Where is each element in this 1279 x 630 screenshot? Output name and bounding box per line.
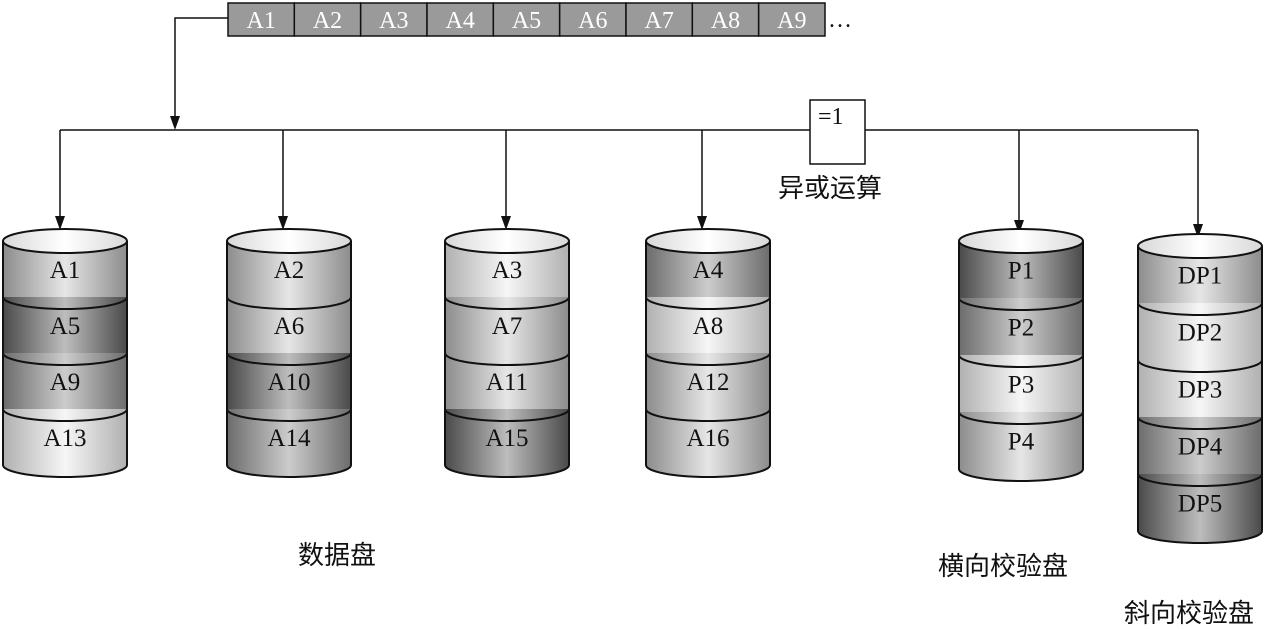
arrowhead-disk-3	[501, 216, 511, 230]
stream-cell-label: A3	[379, 8, 408, 34]
block-divider	[958, 411, 1084, 425]
stream-cell	[359, 2, 428, 37]
disk-group: A1A5A9A13A2A6A10A14A3A7A11A15A4A8A12A16P…	[2, 228, 1263, 544]
stream-cell-label: A5	[512, 8, 541, 34]
block-divider	[226, 352, 352, 366]
stream-cell-label: A8	[711, 8, 740, 34]
disk-block-label: A13	[43, 425, 86, 452]
disk-block-label: A7	[492, 313, 523, 340]
arrowhead-bus	[170, 116, 180, 130]
block-divider	[1137, 416, 1263, 430]
disk-block-label: P4	[1008, 429, 1035, 456]
stream-cell-label: A2	[313, 8, 342, 34]
connector-lines	[59, 17, 1199, 226]
stream-cell	[293, 2, 362, 37]
disk-block-label: A12	[686, 369, 729, 396]
disk-top-cap	[2, 228, 128, 254]
disk-block-label: A9	[50, 369, 81, 396]
arrowhead-disk-1	[55, 216, 65, 230]
disk-block-label: P3	[1008, 372, 1034, 399]
disk-block-label: A8	[693, 313, 724, 340]
disk-block-label: A16	[686, 425, 729, 452]
xor-gate-box	[809, 99, 866, 165]
stream-cell-label: A6	[578, 8, 607, 34]
xor-gate: =1	[809, 99, 866, 165]
data-disks-label: 数据盘	[298, 541, 377, 571]
stream-cell	[492, 2, 561, 37]
diagonal-parity-disk-label: 斜向校验盘	[1124, 599, 1255, 629]
disk-block-label: A10	[267, 369, 310, 396]
block-divider	[226, 408, 352, 422]
stream-cell	[558, 2, 627, 37]
stream-cell	[691, 2, 760, 37]
block-divider	[444, 352, 570, 366]
stream-cell	[227, 2, 296, 37]
disk-block-label: DP4	[1178, 434, 1223, 461]
block-divider	[226, 296, 352, 310]
disk-block-label: A4	[693, 257, 724, 284]
disk-top-cap	[444, 228, 570, 254]
row-parity-disk-label: 横向校验盘	[938, 552, 1069, 582]
xor-gate-symbol: =1	[818, 104, 844, 130]
stream-cell	[625, 2, 694, 37]
disk-block-label: A5	[50, 313, 81, 340]
arrowhead-diagonal-parity	[1193, 224, 1203, 238]
stream-feed-line	[174, 17, 228, 118]
disk-block-label: A15	[485, 425, 528, 452]
disk-block-label: DP2	[1178, 320, 1222, 347]
arrowhead-disk-2	[278, 216, 288, 230]
disk-block-label: P1	[1008, 258, 1034, 285]
stream-cell-label: A1	[246, 8, 275, 34]
arrowheads	[55, 116, 1203, 238]
disk-block-label: P2	[1008, 315, 1034, 342]
disk-block-label: A2	[274, 257, 305, 284]
stream-cell	[757, 2, 826, 37]
block-divider	[1137, 473, 1263, 487]
block-divider	[2, 296, 128, 310]
block-divider	[444, 296, 570, 310]
disk-top-cap	[958, 228, 1084, 254]
stream-cell-label: A4	[445, 8, 474, 34]
stream-ellipsis: …	[828, 7, 852, 33]
disk-top-cap	[226, 228, 352, 254]
arrowhead-row-parity	[1014, 220, 1024, 234]
block-divider	[2, 352, 128, 366]
block-divider	[1137, 302, 1263, 316]
xor-label: 异或运算	[778, 174, 883, 204]
block-divider	[645, 296, 771, 310]
arrowhead-disk-4	[697, 216, 707, 230]
disk-block-label: A14	[267, 425, 311, 452]
disk-block-label: A3	[492, 257, 523, 284]
disk-block-label: DP5	[1178, 491, 1222, 518]
stream-cell-label: A7	[644, 8, 673, 34]
disk-block-label: A11	[486, 369, 528, 396]
disk-block-label: A6	[274, 313, 305, 340]
data-stream-bar: A1 A2 A3 A4 A5 A6 A7 A8 A9	[227, 2, 826, 37]
block-divider	[958, 354, 1084, 368]
block-divider	[958, 297, 1084, 311]
stream-cell-label: A9	[777, 8, 806, 34]
disk-block-label: A1	[50, 257, 81, 284]
block-divider	[645, 408, 771, 422]
block-divider	[1137, 359, 1263, 373]
disk-top-cap	[645, 228, 771, 254]
disk-top-cap	[1137, 233, 1263, 259]
block-divider	[444, 408, 570, 422]
disk-block-label: DP1	[1178, 263, 1222, 290]
disk-block-label: DP3	[1178, 377, 1222, 404]
block-divider	[2, 408, 128, 422]
block-divider	[645, 352, 771, 366]
